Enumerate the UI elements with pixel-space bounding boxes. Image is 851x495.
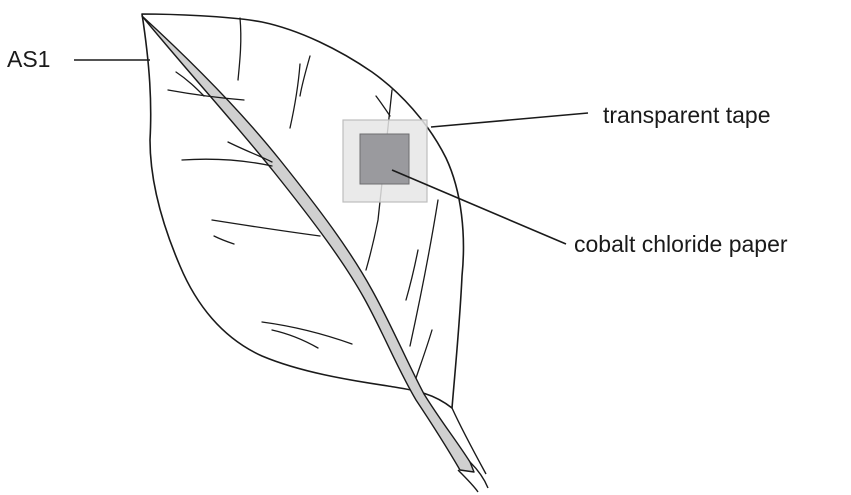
cobalt-chloride-paper-label: cobalt chloride paper bbox=[574, 233, 788, 256]
cobalt-chloride-paper bbox=[360, 134, 409, 184]
figure-id-label: AS1 bbox=[7, 48, 50, 71]
transparent-tape-label: transparent tape bbox=[603, 104, 771, 127]
leader-line-tape bbox=[431, 113, 588, 127]
